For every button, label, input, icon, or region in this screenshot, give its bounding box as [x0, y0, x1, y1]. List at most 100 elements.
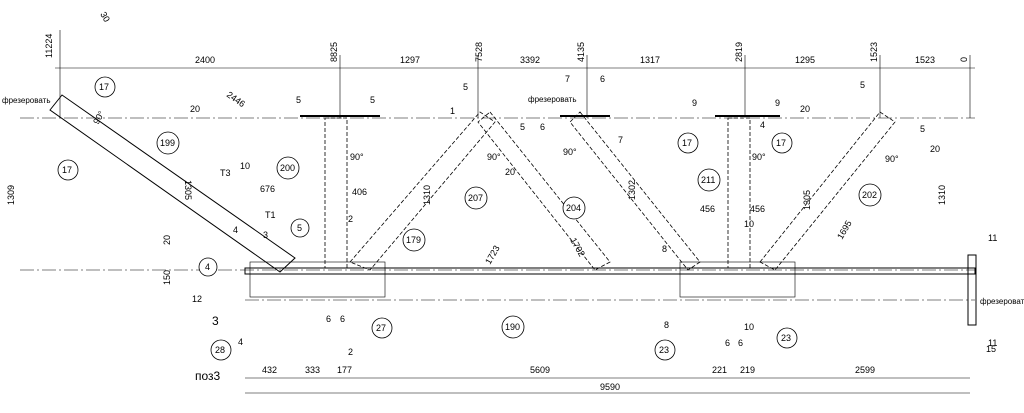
top-dim-1523b: 1523	[915, 55, 935, 65]
svg-text:7: 7	[618, 135, 623, 145]
callout-23b: 23	[776, 327, 798, 349]
svg-text:4: 4	[233, 225, 238, 235]
top-dim-7528: 7528	[474, 42, 484, 62]
svg-text:23: 23	[781, 333, 791, 343]
svg-text:204: 204	[566, 203, 581, 213]
svg-text:6: 6	[738, 338, 743, 348]
callout-17a: 17	[94, 76, 116, 98]
svg-text:20: 20	[505, 167, 515, 177]
member-dim-1723: 1723	[483, 244, 502, 266]
pos3-label: 3	[212, 314, 219, 328]
svg-text:6: 6	[725, 338, 730, 348]
bottom-dim-219: 219	[740, 365, 755, 375]
callout-199: 199	[156, 131, 180, 155]
top-dim-3392: 3392	[520, 55, 540, 65]
svg-text:10: 10	[744, 219, 754, 229]
member-dim-1310: 1310	[422, 185, 432, 205]
svg-text:1: 1	[450, 106, 455, 116]
overall-dim-9590: 9590	[600, 382, 620, 392]
svg-text:8: 8	[662, 244, 667, 254]
vertical-member-left	[324, 117, 348, 269]
member-dim-676: 676	[260, 184, 275, 194]
svg-text:8: 8	[664, 320, 669, 330]
vdim-1310: 1310	[937, 185, 947, 205]
svg-text:11: 11	[988, 233, 997, 243]
diagonal-199	[49, 94, 296, 273]
diagonal-202	[759, 111, 896, 271]
svg-text:10: 10	[744, 322, 754, 332]
svg-text:11: 11	[988, 338, 997, 348]
top-dim-1317: 1317	[640, 55, 660, 65]
member-dim-406: 406	[352, 187, 367, 197]
callout-204: 204	[562, 196, 586, 220]
member-dim-1305a: 1305	[183, 180, 193, 200]
member-dim-1302: 1302	[627, 180, 637, 200]
svg-text:5: 5	[463, 82, 468, 92]
member-dim-1695: 1695	[835, 219, 854, 241]
svg-text:190: 190	[505, 322, 520, 332]
callout-23a: 23	[654, 339, 676, 361]
svg-text:5: 5	[860, 80, 865, 90]
callout-4: 4	[198, 257, 218, 277]
svg-text:5: 5	[520, 122, 525, 132]
top-dim-2819: 2819	[734, 42, 744, 62]
svg-text:20: 20	[190, 104, 200, 114]
angle-2: 90°	[350, 152, 364, 162]
svg-text:211: 211	[701, 175, 715, 185]
top-dim-1295: 1295	[795, 55, 815, 65]
end-plate	[967, 254, 977, 326]
vdim-20: 20	[162, 235, 172, 245]
top-dim-11224: 11224	[44, 34, 54, 58]
pos3b-label: поз3	[195, 369, 221, 383]
svg-text:4: 4	[760, 120, 765, 130]
callout-27: 27	[371, 317, 393, 339]
callout-202: 202	[858, 183, 882, 207]
svg-text:4: 4	[205, 262, 210, 272]
svg-text:28: 28	[215, 345, 225, 355]
callout-17c: 17	[677, 132, 699, 154]
bottom-chord	[244, 267, 976, 275]
vdim-150: 150	[162, 270, 172, 285]
diagonal-204b	[569, 111, 701, 271]
angle-3: 90°	[487, 152, 501, 162]
svg-text:27: 27	[376, 323, 386, 333]
bottom-dim-177: 177	[337, 365, 352, 375]
svg-text:9: 9	[692, 98, 697, 108]
member-dim-1305b: 1305	[802, 190, 812, 210]
svg-text:9: 9	[775, 98, 780, 108]
top-dim-4135: 4135	[576, 42, 586, 62]
svg-text:200: 200	[280, 163, 295, 173]
angle-5: 90°	[752, 152, 766, 162]
vertical-member-right	[727, 117, 751, 269]
svg-text:5: 5	[297, 223, 302, 233]
svg-text:6: 6	[340, 314, 345, 324]
angle-1: 90°	[91, 109, 107, 126]
svg-text:17: 17	[776, 138, 786, 148]
callout-200: 200	[276, 156, 300, 180]
callout-211: 211	[697, 168, 721, 192]
bottom-dim-221: 221	[712, 365, 727, 375]
svg-text:2: 2	[348, 214, 353, 224]
top-dim-1297: 1297	[400, 55, 420, 65]
svg-text:17: 17	[682, 138, 692, 148]
mill-label-mid: фрезеровать	[528, 95, 577, 104]
svg-text:6: 6	[600, 74, 605, 84]
callout-179: 179	[402, 228, 426, 252]
callout-17d: 17	[771, 132, 793, 154]
svg-text:5: 5	[296, 95, 301, 105]
svg-text:199: 199	[160, 138, 175, 148]
mill-label-right: фрезеровать	[980, 297, 1024, 306]
bottom-dim-5609: 5609	[530, 365, 550, 375]
top-dim-1523a: 1523	[869, 42, 879, 62]
svg-text:2: 2	[348, 347, 353, 357]
member-dim-456a: 456	[700, 204, 715, 214]
callout-17b: 17	[57, 159, 79, 181]
svg-text:3: 3	[263, 230, 268, 240]
bottom-dim-333: 333	[305, 365, 320, 375]
angle-6: 90°	[885, 154, 899, 164]
svg-text:20: 20	[930, 144, 940, 154]
svg-text:23: 23	[659, 345, 669, 355]
angle-4: 90°	[563, 147, 577, 157]
top-dim-8825: 8825	[329, 42, 339, 62]
